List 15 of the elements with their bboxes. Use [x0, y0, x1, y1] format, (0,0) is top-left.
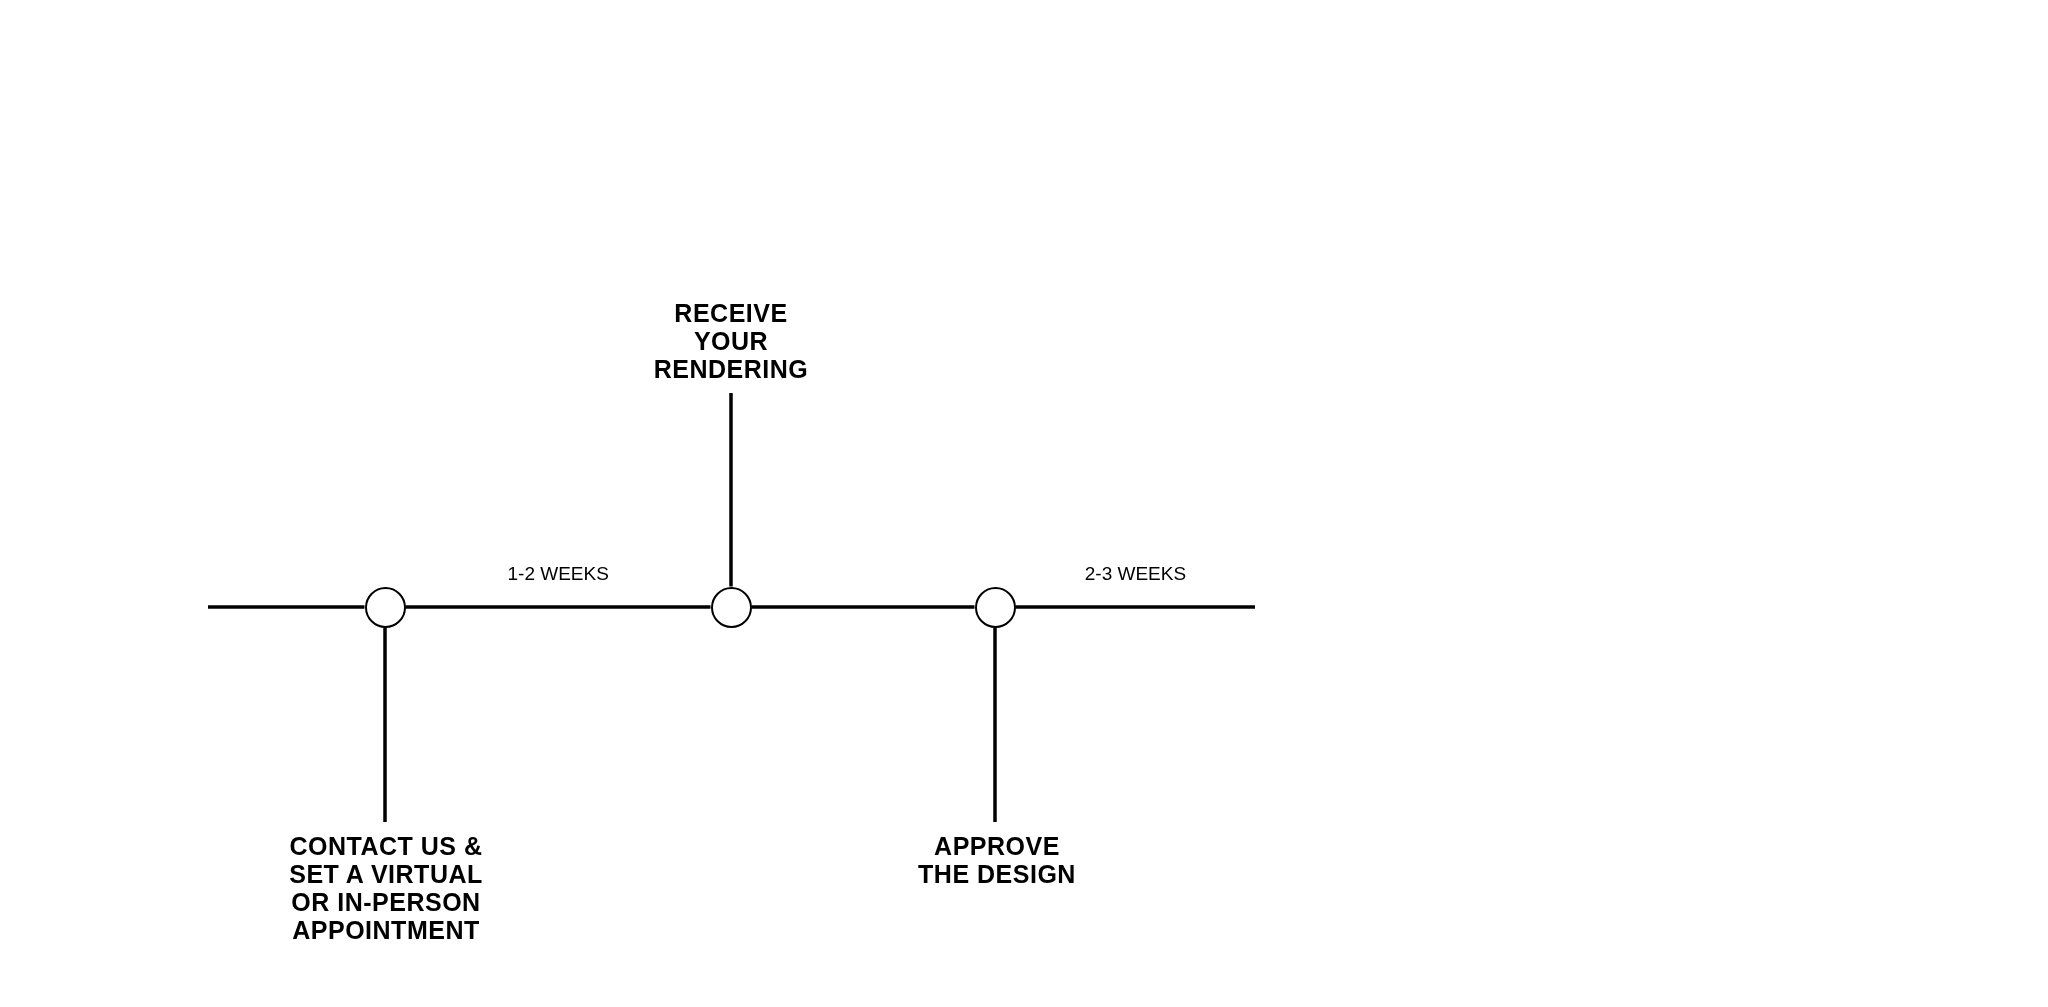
connector-line	[993, 627, 997, 822]
step-title: CONTACT US & SET A VIRTUAL OR IN-PERSON APPOINTMENT	[288, 832, 484, 944]
connector-line	[729, 393, 733, 587]
milestone-circle	[974, 586, 1016, 628]
duration-label: 1-2 WEEKS	[507, 563, 609, 585]
milestone-circle	[710, 586, 752, 628]
timeline-line	[405, 605, 711, 609]
timeline-line	[208, 605, 365, 609]
timeline-line	[751, 605, 975, 609]
connector-line	[383, 627, 387, 822]
milestone-circle	[364, 586, 406, 628]
step-title: RECEIVE YOUR RENDERING	[653, 299, 809, 383]
duration-label: 2-3 WEEKS	[1084, 563, 1187, 585]
timeline-line	[1015, 605, 1255, 609]
step-title: APPROVE THE DESIGN	[917, 832, 1077, 888]
